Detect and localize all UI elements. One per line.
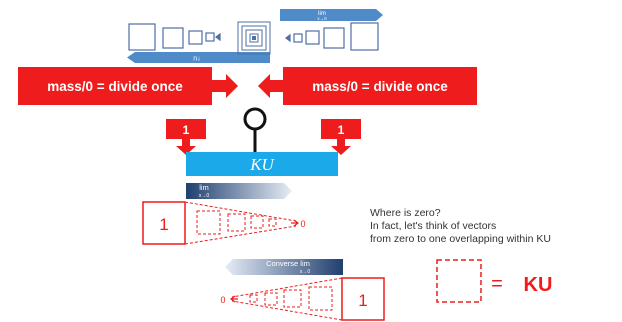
arrow-right-sub: x→0 — [317, 16, 327, 21]
legend-dashed-square — [436, 259, 482, 303]
left-banner-label: mass/0 = divide once — [47, 79, 183, 94]
right-banner-label: mass/0 = divide once — [312, 79, 448, 94]
arrow-right-label: lim — [318, 11, 326, 17]
badge-left-label: 1 — [183, 123, 190, 137]
top-left-squares — [128, 23, 221, 51]
legend-ku: KU — [524, 274, 553, 296]
ku-bar: KU — [186, 152, 338, 176]
note-line-2: In fact, let's think of vectors — [370, 220, 497, 232]
cone-bottom-box-label: 1 — [358, 291, 367, 310]
badge-right-arrow: 1 — [321, 119, 361, 155]
explanation-note: Where is zero? In fact, let's think of v… — [370, 207, 620, 246]
right-banner-arrow: mass/0 = divide once — [258, 67, 477, 105]
top-right-squares — [285, 22, 379, 51]
cone-top: 1 0 — [142, 201, 306, 245]
lollipop-pin — [243, 107, 267, 152]
converse-arrow-sub: x→0 — [300, 269, 311, 275]
cone-bottom-zero: 0 — [220, 295, 225, 305]
arrow-left-top: n↓ — [127, 52, 270, 63]
converse-arrow-label: Converse lim — [266, 259, 310, 268]
note-line-1: Where is zero? — [370, 207, 441, 219]
legend: = KU — [436, 259, 553, 303]
badge-right-label: 1 — [338, 123, 345, 137]
arrow-right-top: lim x→0 — [280, 9, 383, 21]
cone-top-box-label: 1 — [159, 215, 168, 234]
lim-arrow-label: lim — [199, 183, 209, 192]
legend-equals: = — [491, 273, 503, 295]
cone-top-zero: 0 — [300, 219, 305, 229]
lim-arrow: lim x→0 — [186, 183, 292, 199]
cone-bottom: 1 0 — [220, 277, 385, 321]
lim-arrow-sub: x→0 — [199, 193, 210, 199]
left-banner-arrow: mass/0 = divide once — [18, 67, 238, 105]
ku-bar-label: KU — [249, 155, 275, 174]
badge-left-arrow: 1 — [166, 119, 206, 155]
note-line-3: from zero to one overlapping within KU — [370, 233, 551, 245]
concentric-squares — [237, 21, 271, 55]
arrow-left-label: n↓ — [193, 56, 200, 63]
converse-lim-arrow: Converse lim x→0 — [225, 259, 343, 275]
